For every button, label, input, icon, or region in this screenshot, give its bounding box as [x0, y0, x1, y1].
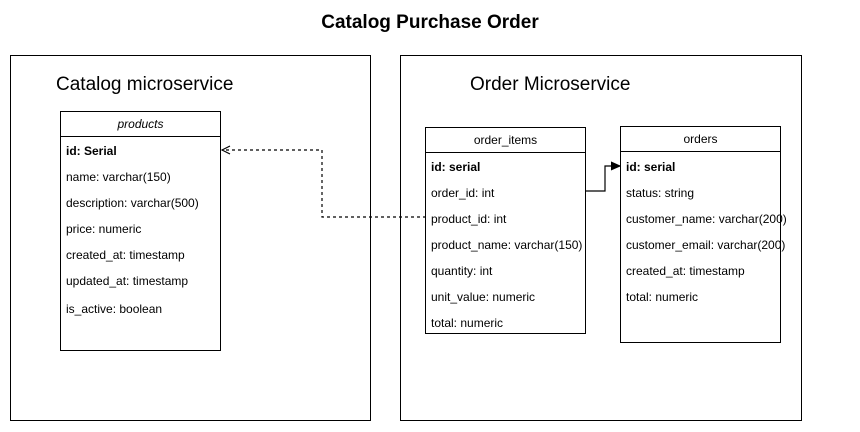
order-microservice-label: Order Microservice [470, 74, 631, 95]
catalog-microservice-label: Catalog microservice [56, 74, 234, 95]
order-items-field: product_id: int [431, 212, 507, 226]
orders-field: id: serial [626, 160, 676, 174]
orders-field: customer_name: varchar(200) [626, 212, 787, 226]
orders-field: status: string [626, 186, 695, 200]
products-field: description: varchar(500) [66, 196, 199, 210]
products-field: id: Serial [66, 144, 117, 158]
orders-field: customer_email: varchar(200) [626, 238, 786, 252]
order-items-field: total: numeric [431, 316, 504, 330]
diagram-title: Catalog Purchase Order [321, 12, 539, 33]
order-items-field: id: serial [431, 160, 481, 174]
order-items-field: unit_value: numeric [431, 290, 536, 304]
order-items-table: order_items id: serial order_id: int pro… [425, 127, 586, 334]
products-field: updated_at: timestamp [66, 274, 189, 288]
products-table: products id: Serial name: varchar(150) d… [60, 111, 221, 351]
products-field: price: numeric [66, 222, 142, 236]
order-items-field: product_name: varchar(150) [431, 238, 583, 252]
products-field: created_at: timestamp [66, 248, 185, 262]
product-id-reference-arrow [222, 150, 426, 218]
connectors-layer [0, 0, 812, 218]
order-items-field: order_id: int [431, 186, 495, 200]
order-items-table-header: order_items [426, 128, 585, 153]
orders-table-header: orders [621, 127, 780, 152]
order-items-field: quantity: int [431, 264, 493, 278]
order-id-relation-arrow [586, 166, 620, 192]
products-table-header: products [61, 112, 220, 137]
orders-field: total: numeric [626, 290, 699, 304]
products-field: name: varchar(150) [66, 170, 171, 184]
products-field: is_active: boolean [66, 302, 163, 316]
orders-field: created_at: timestamp [626, 264, 745, 278]
orders-table: orders id: serial status: string custome… [620, 126, 787, 343]
